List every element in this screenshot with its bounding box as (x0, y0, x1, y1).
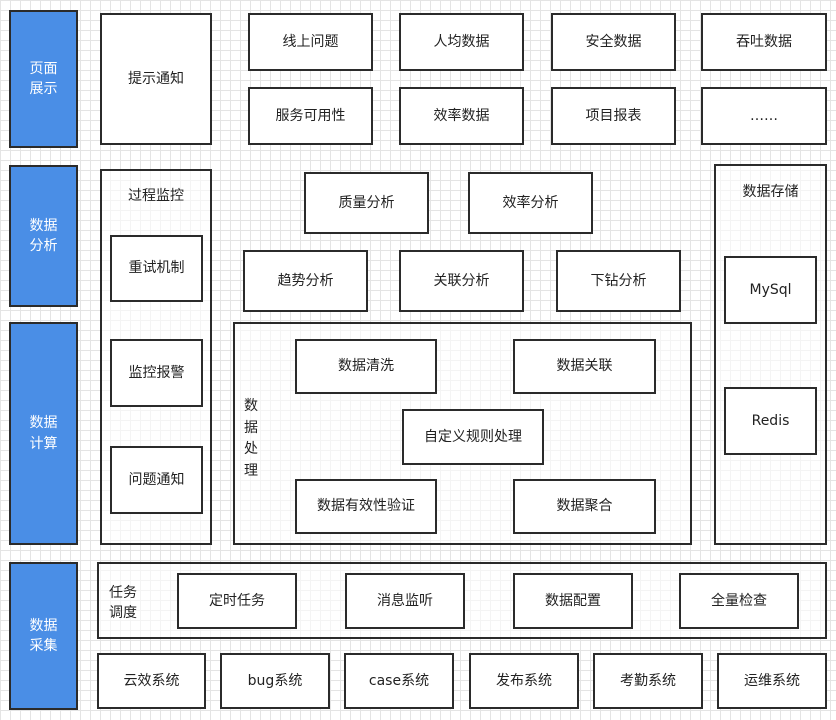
source-case-box: case系统 (344, 653, 454, 709)
mysql-label: MySql (749, 281, 792, 298)
processing-title: 数 据 处 理 (244, 398, 258, 480)
data-cleaning-label: 数据清洗 (338, 358, 394, 375)
display-item-throughput: 吞吐数据 (701, 13, 827, 71)
message-listener-label: 消息监听 (377, 592, 433, 609)
source-label: 发布系统 (496, 672, 552, 689)
custom-rule-box: 自定义规则处理 (402, 409, 544, 465)
correlation-analysis-label: 关联分析 (433, 272, 490, 289)
layer-display-label: 页面 展示 (29, 60, 58, 97)
efficiency-analysis-label: 效率分析 (502, 194, 559, 211)
display-item-availability: 服务可用性 (248, 87, 373, 145)
mysql-box: MySql (724, 256, 817, 324)
correlation-analysis-box: 关联分析 (399, 250, 524, 312)
quality-analysis-label: 质量分析 (338, 194, 395, 211)
layer-collect-label: 数据 采集 (29, 617, 58, 654)
display-item-label: 人均数据 (433, 33, 490, 50)
source-release-box: 发布系统 (469, 653, 579, 709)
display-item-label: 安全数据 (585, 33, 642, 50)
display-item-efficiency: 效率数据 (399, 87, 524, 145)
data-validation-box: 数据有效性验证 (295, 479, 437, 534)
drilldown-analysis-label: 下钻分析 (590, 272, 647, 289)
source-label: bug系统 (247, 672, 303, 689)
redis-label: Redis (751, 412, 790, 429)
display-item-label: 线上问题 (282, 33, 339, 50)
issue-notice-label: 问题通知 (128, 471, 185, 488)
source-label: 考勤系统 (620, 672, 676, 689)
trend-analysis-label: 趋势分析 (277, 272, 334, 289)
data-cleaning-box: 数据清洗 (295, 339, 437, 394)
display-item-security: 安全数据 (551, 13, 676, 71)
display-item-label: …… (750, 107, 778, 124)
layer-analysis-label: 数据 分析 (29, 217, 58, 254)
process-monitor-title: 过程监控 (128, 188, 184, 204)
data-config-box: 数据配置 (513, 573, 633, 629)
full-check-box: 全量检查 (679, 573, 799, 629)
source-label: case系统 (368, 672, 430, 689)
scheduled-task-label: 定时任务 (209, 592, 265, 609)
retry-mechanism-box: 重试机制 (110, 235, 203, 302)
storage-title: 数据存储 (742, 184, 799, 200)
notice-label: 提示通知 (128, 70, 184, 87)
display-item-per-capita: 人均数据 (399, 13, 524, 71)
message-listener-box: 消息监听 (345, 573, 465, 629)
data-association-box: 数据关联 (513, 339, 656, 394)
trend-analysis-box: 趋势分析 (243, 250, 368, 312)
display-item-label: 吞吐数据 (736, 33, 792, 50)
layer-collect: 数据 采集 (9, 562, 78, 710)
display-item-online-issues: 线上问题 (248, 13, 373, 71)
display-item-label: 效率数据 (433, 107, 490, 124)
display-item-label: 项目报表 (585, 107, 642, 124)
monitor-alert-box: 监控报警 (110, 339, 203, 407)
source-bug-box: bug系统 (220, 653, 330, 709)
data-association-label: 数据关联 (556, 358, 613, 375)
scheduled-task-box: 定时任务 (177, 573, 297, 629)
layer-compute: 数据 计算 (9, 322, 78, 545)
custom-rule-label: 自定义规则处理 (424, 428, 522, 445)
scheduling-title: 任务 调度 (109, 585, 137, 622)
source-yunxiao-box: 云效系统 (97, 653, 206, 709)
monitor-alert-label: 监控报警 (128, 364, 185, 381)
source-label: 运维系统 (744, 672, 800, 689)
source-ops-box: 运维系统 (717, 653, 827, 709)
storage-frame (714, 164, 827, 545)
layer-analysis: 数据 分析 (9, 165, 78, 307)
display-item-more: …… (701, 87, 827, 145)
source-attendance-box: 考勤系统 (593, 653, 703, 709)
efficiency-analysis-box: 效率分析 (468, 172, 593, 234)
full-check-label: 全量检查 (711, 592, 767, 609)
source-label: 云效系统 (123, 672, 180, 689)
display-item-project-report: 项目报表 (551, 87, 676, 145)
retry-mechanism-label: 重试机制 (128, 260, 185, 277)
issue-notice-box: 问题通知 (110, 446, 203, 514)
notice-box: 提示通知 (100, 13, 212, 145)
layer-compute-label: 数据 计算 (29, 415, 58, 452)
quality-analysis-box: 质量分析 (304, 172, 429, 234)
data-validation-label: 数据有效性验证 (317, 498, 415, 515)
data-config-label: 数据配置 (545, 592, 601, 609)
data-aggregation-label: 数据聚合 (556, 498, 613, 515)
data-aggregation-box: 数据聚合 (513, 479, 656, 534)
display-item-label: 服务可用性 (275, 107, 346, 124)
drilldown-analysis-box: 下钻分析 (556, 250, 681, 312)
layer-display: 页面 展示 (9, 10, 78, 148)
redis-box: Redis (724, 387, 817, 455)
